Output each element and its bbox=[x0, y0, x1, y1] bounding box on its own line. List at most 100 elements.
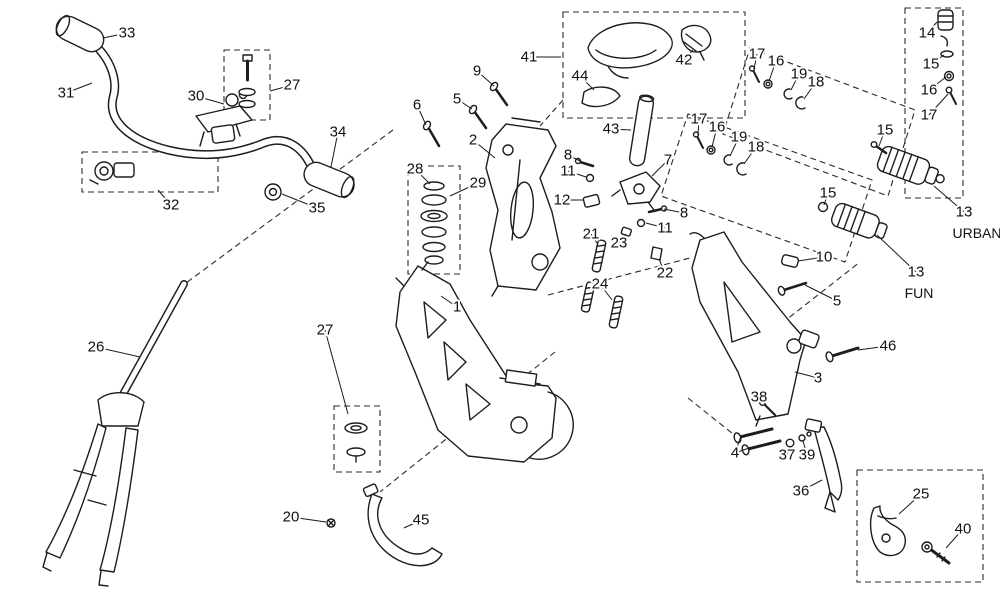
callout-37: 37 bbox=[779, 447, 796, 464]
washer-37 bbox=[785, 438, 795, 448]
callout-2: 2 bbox=[469, 132, 477, 149]
region-label-fun: FUN bbox=[905, 285, 934, 301]
callout-40: 40 bbox=[955, 521, 972, 538]
callout-39: 39 bbox=[799, 447, 816, 464]
spring-lower-right bbox=[608, 295, 624, 329]
bracket-25 bbox=[869, 505, 907, 557]
rear-frame bbox=[689, 231, 820, 427]
leader-line-45 bbox=[403, 519, 422, 529]
lower-washer-stack bbox=[344, 422, 368, 463]
handlebar bbox=[91, 41, 317, 173]
leader-line-15 bbox=[823, 192, 829, 206]
leader-line-28 bbox=[414, 168, 431, 185]
callout-42: 42 bbox=[676, 52, 693, 69]
leader-line-17 bbox=[753, 53, 758, 70]
saddle-bracket bbox=[680, 24, 712, 61]
callout-18: 18 bbox=[748, 139, 765, 156]
urban-fasteners-row bbox=[748, 65, 806, 110]
urban-kit-box bbox=[722, 47, 916, 197]
leader-line-16 bbox=[928, 76, 947, 91]
callout-12: 12 bbox=[554, 192, 571, 209]
left-grip bbox=[55, 14, 105, 53]
callout-10: 10 bbox=[816, 249, 833, 266]
leader-line-32 bbox=[157, 189, 172, 206]
leader-line-13 bbox=[876, 234, 917, 273]
spacer-10 bbox=[780, 254, 800, 268]
callout-26: 26 bbox=[88, 339, 105, 356]
callout-27: 27 bbox=[317, 322, 334, 339]
callout-24: 24 bbox=[592, 276, 609, 293]
callout-36: 36 bbox=[793, 483, 810, 500]
region-label-urban: URBAN bbox=[952, 225, 1000, 241]
leader-line-7 bbox=[651, 159, 669, 177]
right-column-parts bbox=[937, 9, 957, 105]
leader-line-26 bbox=[95, 346, 141, 358]
leader-line-34 bbox=[330, 131, 339, 168]
leader-line-13 bbox=[933, 185, 965, 213]
bar-end-cap bbox=[264, 183, 282, 201]
axle-bolts-4 bbox=[733, 427, 782, 456]
main-frame bbox=[395, 261, 574, 463]
leader-line-11 bbox=[567, 170, 587, 178]
callout-4: 4 bbox=[731, 445, 739, 462]
leader-line-9 bbox=[476, 70, 495, 87]
leader-line-2 bbox=[472, 139, 496, 159]
callout-15: 15 bbox=[820, 185, 837, 202]
callout-20: 20 bbox=[283, 509, 300, 526]
leader-line-31 bbox=[65, 82, 93, 94]
callout-46: 46 bbox=[880, 338, 897, 355]
stem-bolt-and-washers bbox=[238, 54, 256, 109]
callout-16: 16 bbox=[709, 119, 726, 136]
leader-line-27 bbox=[269, 84, 293, 92]
leader-line-43 bbox=[610, 128, 632, 131]
callout-45: 45 bbox=[413, 512, 430, 529]
callout-3: 3 bbox=[814, 370, 822, 387]
leader-line-38 bbox=[758, 396, 767, 406]
leader-line-8 bbox=[567, 154, 581, 162]
leader-line-19 bbox=[729, 136, 740, 157]
seat-axis-line bbox=[539, 99, 564, 127]
leader-line-39 bbox=[802, 440, 808, 456]
bolt-40 bbox=[921, 541, 951, 565]
callout-5: 5 bbox=[833, 293, 841, 310]
leader-line-17 bbox=[928, 93, 949, 116]
screw-20 bbox=[326, 518, 336, 528]
callout-16: 16 bbox=[768, 53, 785, 70]
leader-line-8 bbox=[663, 208, 685, 214]
callout-23: 23 bbox=[611, 235, 628, 252]
leader-line-3 bbox=[794, 371, 819, 379]
leader-line-22 bbox=[658, 258, 666, 274]
leader-line-24 bbox=[588, 283, 601, 289]
construction-lines bbox=[81, 7, 984, 583]
right-parts-box bbox=[904, 7, 964, 199]
headset-washers-box bbox=[407, 165, 461, 275]
callout-17: 17 bbox=[921, 107, 938, 124]
leader-line-24 bbox=[599, 283, 613, 301]
callout-15: 15 bbox=[877, 122, 894, 139]
leader-line-21 bbox=[590, 233, 598, 244]
lower-washers-box bbox=[333, 405, 381, 473]
callout-13: 13 bbox=[908, 264, 925, 281]
leader-line-18 bbox=[743, 146, 757, 165]
leader-line-15 bbox=[930, 54, 945, 65]
right-grip bbox=[303, 161, 355, 199]
fun-shock bbox=[830, 202, 888, 240]
fun-fasteners-row bbox=[692, 131, 747, 176]
saddle-base bbox=[581, 86, 621, 108]
axle-axis-line bbox=[687, 397, 734, 435]
leader-line-46 bbox=[857, 345, 889, 351]
stem-parts-box bbox=[223, 49, 271, 121]
callout-30: 30 bbox=[188, 88, 205, 105]
leader-line-16 bbox=[768, 60, 777, 82]
leader-line-17 bbox=[697, 118, 700, 136]
leader-line-5 bbox=[456, 98, 473, 110]
spring-upper bbox=[591, 239, 607, 273]
washer-39 bbox=[798, 431, 812, 442]
leader-line-36 bbox=[800, 479, 823, 492]
seat-post bbox=[628, 94, 655, 167]
callout-21: 21 bbox=[583, 226, 600, 243]
leader-line-15 bbox=[878, 129, 886, 147]
fun-kit-box bbox=[660, 113, 873, 263]
